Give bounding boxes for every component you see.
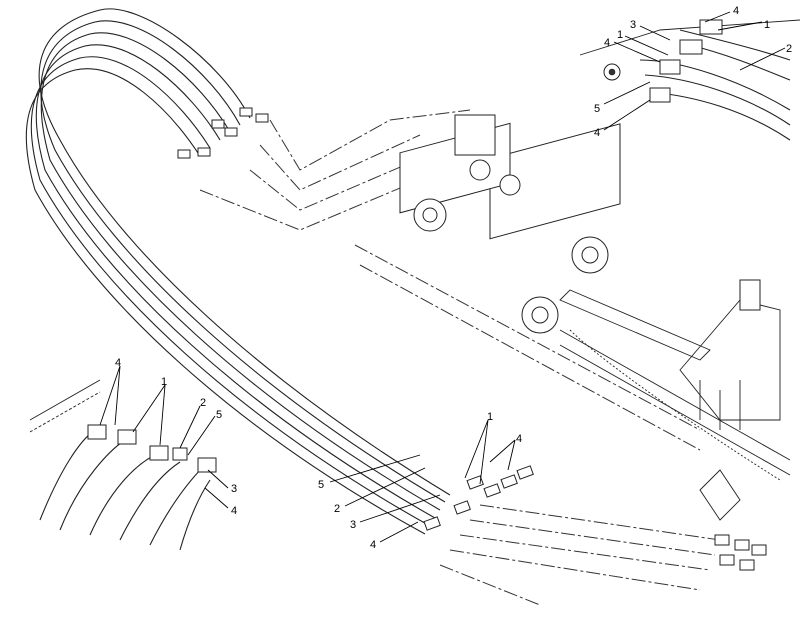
callout-tr-4a: 4 bbox=[733, 5, 739, 17]
frame-rail bbox=[559, 279, 791, 521]
callout-tr-4c: 4 bbox=[594, 127, 600, 139]
callout-tr-3: 3 bbox=[630, 19, 636, 31]
callout-tr-1b: 1 bbox=[617, 29, 623, 41]
callout-c-3: 3 bbox=[350, 519, 356, 531]
callout-c-2: 2 bbox=[334, 503, 340, 515]
callout-bl-5: 5 bbox=[216, 409, 222, 421]
callout-bl-4: 4 bbox=[115, 357, 121, 369]
callout-tr-2: 2 bbox=[786, 43, 792, 55]
valve-manifold-assembly bbox=[399, 114, 711, 361]
callout-c-1: 1 bbox=[487, 411, 493, 423]
leader-lines bbox=[99, 11, 786, 543]
top-right-detail-inset bbox=[579, 19, 800, 141]
hose-bundle bbox=[25, 8, 451, 535]
callout-bl-2: 2 bbox=[200, 397, 206, 409]
bottom-left-detail-inset bbox=[29, 379, 217, 551]
callout-tr-1a: 1 bbox=[764, 19, 770, 31]
callout-bl-4b: 4 bbox=[231, 505, 237, 517]
callout-tr-4b: 4 bbox=[604, 37, 610, 49]
center-hose-fittings bbox=[423, 465, 534, 531]
callout-c-4b: 4 bbox=[370, 539, 376, 551]
callout-labels: 4 3 1 4 1 2 5 4 4 1 2 5 3 4 1 4 5 2 3 4 bbox=[115, 5, 792, 551]
lower-right-fittings bbox=[714, 534, 767, 571]
callout-tr-5: 5 bbox=[594, 103, 600, 115]
callout-bl-3: 3 bbox=[231, 483, 237, 495]
callout-bl-1: 1 bbox=[161, 376, 167, 388]
upper-hose-fittings bbox=[177, 107, 269, 159]
callout-c-5: 5 bbox=[318, 479, 324, 491]
callout-c-4: 4 bbox=[516, 433, 522, 445]
